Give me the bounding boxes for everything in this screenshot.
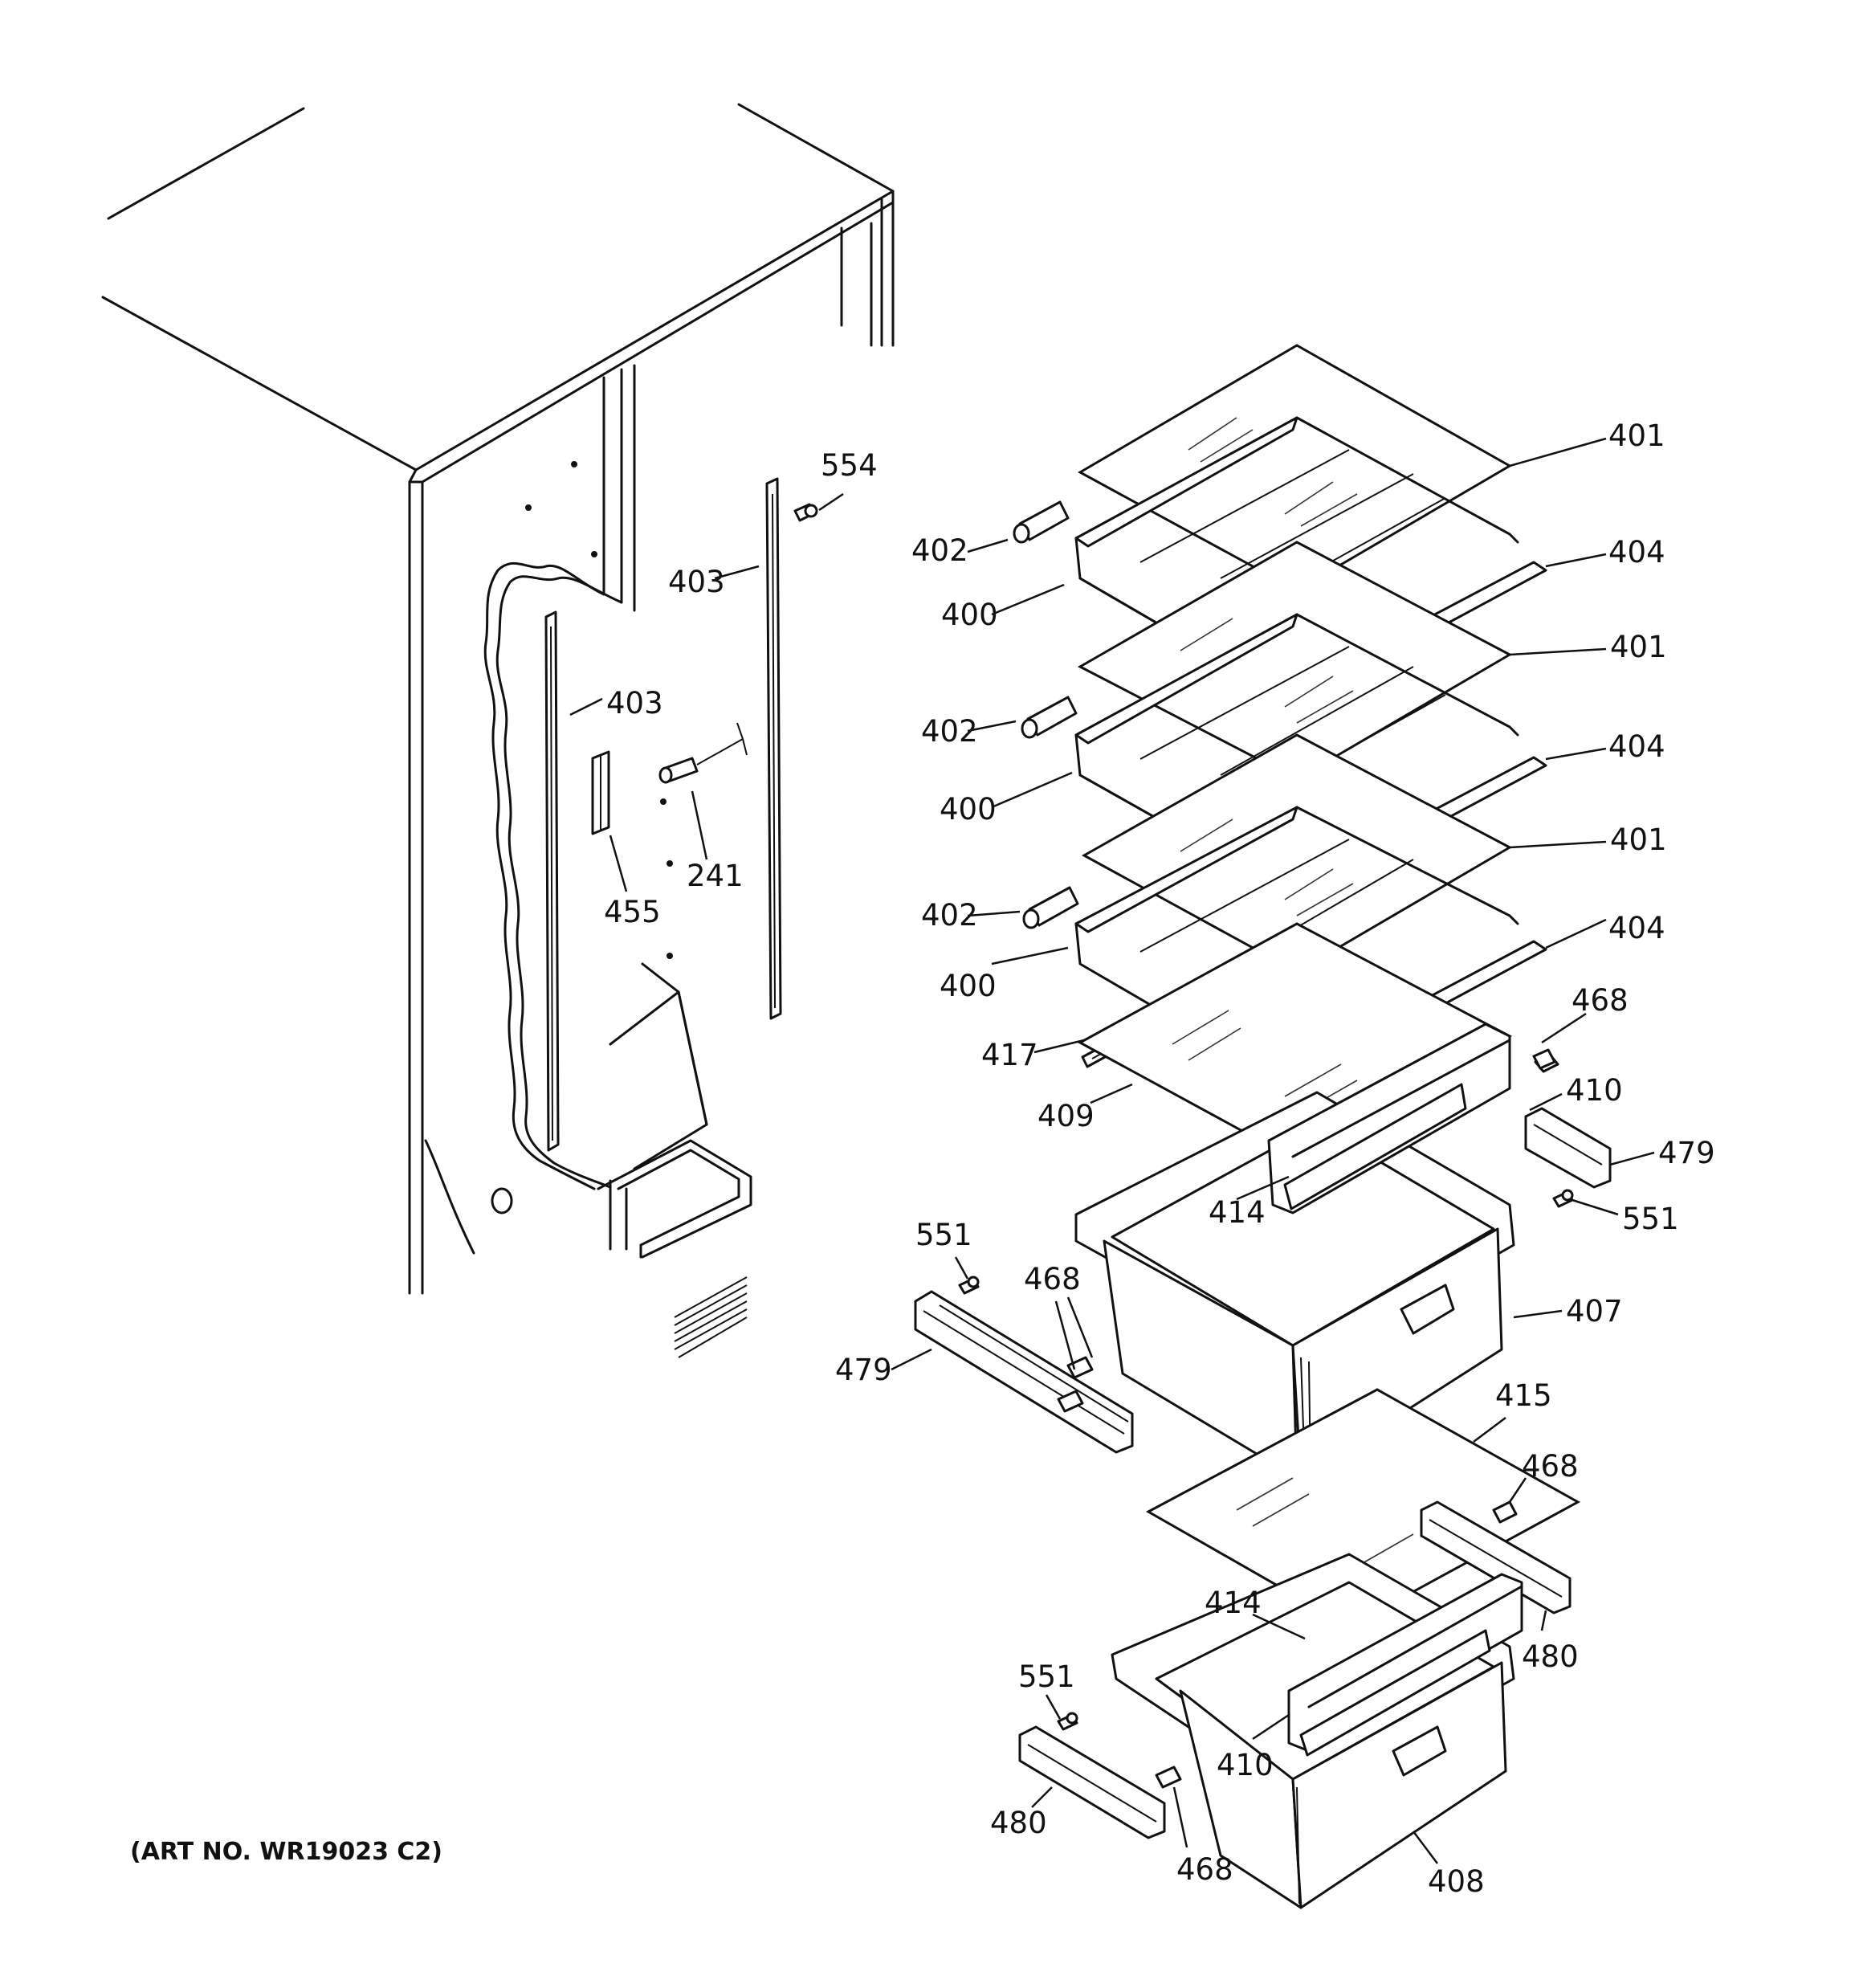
callout-404: 404 (1608, 911, 1665, 945)
callout-414: 414 (1205, 1586, 1262, 1620)
callout-402: 402 (921, 898, 978, 933)
callout-551: 551 (1622, 1202, 1679, 1236)
callout-241: 241 (687, 859, 744, 893)
callout-404: 404 (1608, 535, 1665, 569)
callout-400: 400 (940, 792, 997, 827)
callout-400: 400 (941, 598, 998, 632)
callout-554: 554 (821, 448, 878, 483)
callout-468: 468 (1572, 983, 1629, 1018)
callout-417: 417 (981, 1038, 1038, 1072)
screw-551-left-upper (958, 1276, 980, 1295)
screw-551-left-lower (1057, 1712, 1078, 1731)
callout-410: 410 (1566, 1073, 1623, 1108)
callout-468: 468 (1176, 1852, 1233, 1887)
callout-415: 415 (1495, 1378, 1552, 1413)
callout-401: 401 (1610, 823, 1667, 857)
callout-480: 480 (990, 1806, 1047, 1840)
art-number-label: (ART NO. WR19023 C2) (130, 1838, 442, 1866)
slide-stop-468-lower (1155, 1766, 1182, 1789)
bracket-455 (591, 750, 610, 835)
callout-468: 468 (1522, 1449, 1579, 1484)
callout-401: 401 (1610, 630, 1667, 664)
callout-403: 403 (606, 686, 663, 720)
callout-551: 551 (915, 1218, 972, 1252)
callout-404: 404 (1608, 729, 1665, 764)
callout-468: 468 (1024, 1262, 1081, 1296)
drawer-slide-right-480 (1420, 1500, 1572, 1614)
callout-407: 407 (1566, 1294, 1623, 1329)
callout-labels: 401 402 404 400 401 402 404 400 401 402 … (604, 418, 1715, 1899)
callout-480: 480 (1522, 1639, 1579, 1674)
shelf-ladder-rail-left (544, 610, 560, 1152)
callout-479: 479 (835, 1353, 892, 1387)
screw-554 (793, 503, 818, 522)
callout-479: 479 (1658, 1136, 1715, 1170)
callout-410: 410 (1217, 1748, 1274, 1782)
shelf-ladder-rail-right (765, 477, 782, 1020)
callout-403: 403 (668, 565, 725, 599)
slide-stop-468-right (1492, 1048, 1556, 1524)
leader-lines (569, 437, 1655, 1864)
callout-455: 455 (604, 895, 661, 929)
callout-409: 409 (1037, 1099, 1095, 1133)
callout-401: 401 (1608, 418, 1665, 453)
slide-stops-468 (1057, 1356, 1094, 1413)
drawer-slide-left-480 (1018, 1725, 1166, 1839)
drawer-slide-left-479 (914, 1290, 1134, 1454)
callout-402: 402 (921, 714, 978, 749)
pin-241 (658, 722, 748, 784)
fresh-food-cabinet (101, 103, 895, 1358)
lower-crisper-pan-408 (1111, 1553, 1523, 1909)
callout-408: 408 (1428, 1864, 1485, 1899)
callout-402: 402 (911, 533, 968, 568)
screw-551-right (1552, 1189, 1574, 1208)
callout-414: 414 (1209, 1195, 1266, 1230)
callout-551: 551 (1018, 1659, 1075, 1694)
callout-400: 400 (940, 969, 997, 1003)
